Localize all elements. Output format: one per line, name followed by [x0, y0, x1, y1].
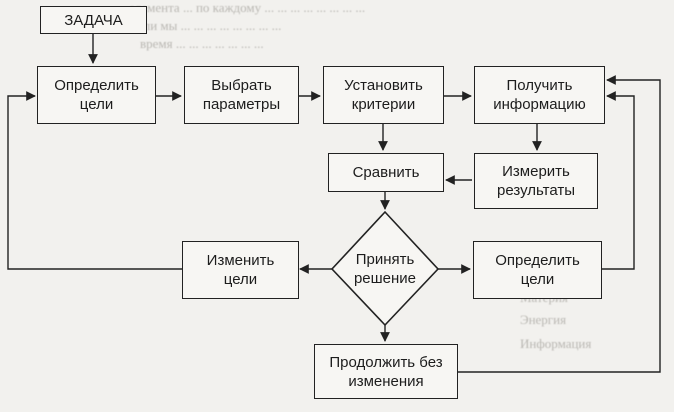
node-decide-label: Принять решение	[353, 251, 417, 287]
node-choose-params: Выбрать параметры	[184, 66, 299, 124]
background-text-line: Информация	[520, 336, 592, 351]
node-define-goals-2: Определить цели	[473, 241, 602, 299]
arrow-change-loop	[7, 91, 182, 270]
arrow-continue-loop	[458, 75, 661, 373]
arrow-define2-loop	[602, 91, 635, 270]
background-text-line: Энергия	[520, 312, 567, 327]
background-text-line: ...злемента ... по каждому ... ... ... .…	[120, 0, 366, 15]
background-text-line: время ... ... ... ... ... ... ...	[140, 36, 264, 51]
node-change-goals: Изменить цели	[182, 241, 299, 299]
node-get-info: Получить информацию	[474, 66, 605, 124]
node-continue: Продолжить без изменения	[314, 344, 458, 399]
decision-diamond	[330, 210, 440, 327]
node-compare: Сравнить	[328, 153, 444, 192]
node-set-criteria: Установить критерии	[323, 66, 444, 124]
node-task: ЗАДАЧА	[40, 6, 147, 34]
background-text-line: Если мы ... ... ... ... ... ... ... ...	[130, 18, 282, 33]
node-measure-results: Измерить результаты	[474, 153, 598, 209]
node-define-goals: Определить цели	[37, 66, 156, 124]
